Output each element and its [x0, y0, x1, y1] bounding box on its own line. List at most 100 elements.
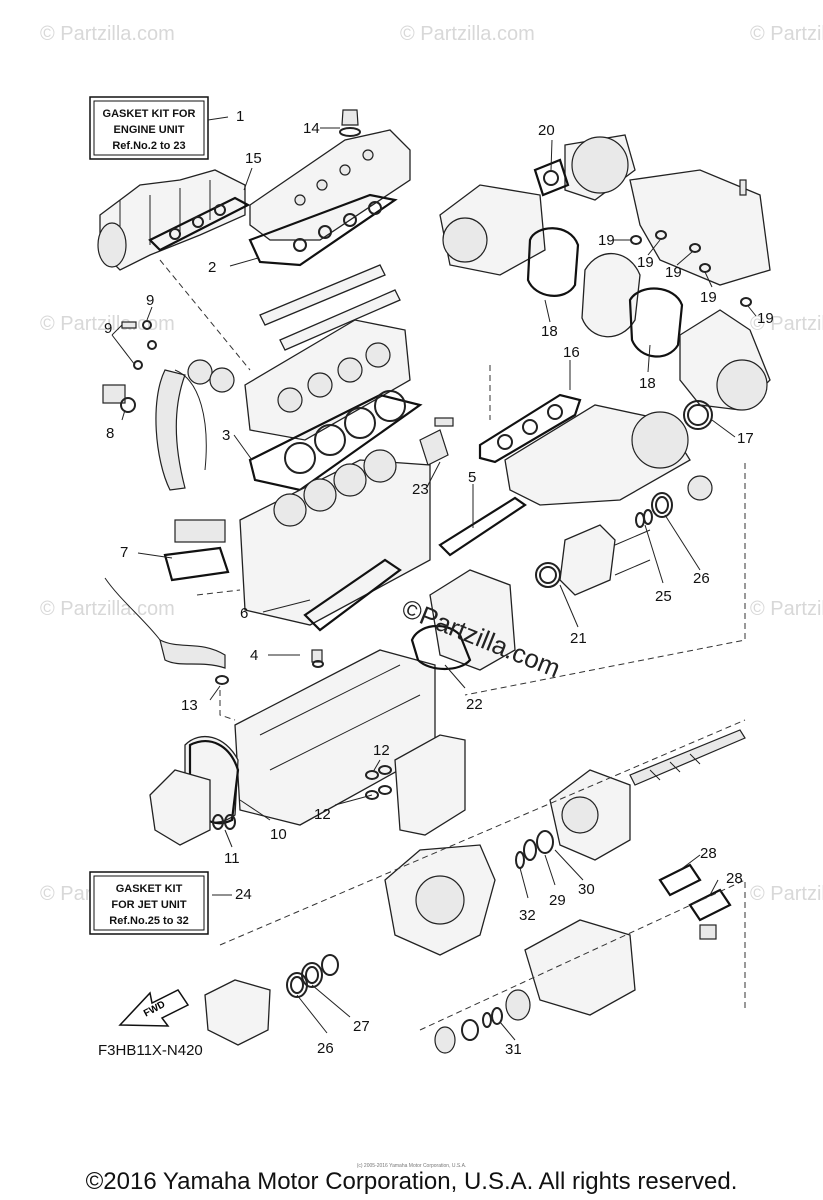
callout-2: 2 [208, 259, 216, 276]
callout-28a: 28 [700, 845, 717, 862]
gasket-18-lower [628, 287, 684, 358]
seal-26-upper [651, 492, 673, 518]
callout-18a: 18 [541, 323, 558, 340]
engine-kit-line1: GASKET KIT FOR [103, 108, 196, 120]
intake-elbow [679, 309, 771, 411]
manifold-gasket-15 [148, 196, 251, 252]
fine-print: (c) 2005-2016 Yamaha Motor Corporation, … [356, 1163, 467, 1169]
cylinder-block [239, 449, 431, 626]
callout-22: 22 [466, 696, 483, 713]
fwd-arrow-icon: FWD [118, 989, 190, 1027]
group-line [219, 690, 236, 721]
callout-32: 32 [519, 907, 536, 924]
copyright-notice: ©2016 Yamaha Motor Corporation, U.S.A. A… [85, 1168, 738, 1195]
callout-31: 31 [505, 1041, 522, 1058]
intake-manifold [504, 404, 691, 506]
callout-13: 13 [181, 697, 198, 714]
gasket-18-upper [526, 227, 580, 297]
camshafts [187, 264, 401, 393]
engine-gasket-kit-box: GASKET KIT FOR ENGINE UNIT Ref.No.2 to 2… [89, 96, 209, 160]
engine-kit-line2: ENGINE UNIT [114, 124, 185, 136]
watermark: © Partzilla.com [750, 598, 823, 620]
group-line [219, 719, 746, 946]
callout-26a: 26 [693, 570, 710, 587]
head-cover-gasket-2 [248, 193, 398, 267]
group-line [196, 589, 241, 596]
callout-1: 1 [236, 108, 244, 125]
callout-12a: 12 [373, 742, 390, 759]
callout-30: 30 [578, 881, 595, 898]
sensor-23 [419, 417, 454, 466]
seal-31-assembly [434, 989, 531, 1054]
callout-3: 3 [222, 427, 230, 444]
callout-14: 14 [303, 120, 320, 137]
rear-cover [365, 734, 466, 836]
callout-7: 7 [120, 544, 128, 561]
coupling-housing [429, 524, 651, 671]
exhaust-manifold [97, 169, 246, 271]
callout-19b: 19 [637, 254, 654, 271]
jet-kit-line2: FOR JET UNIT [111, 899, 186, 911]
seals-26-27 [286, 954, 339, 998]
callout-15: 15 [245, 150, 262, 167]
callout-27: 27 [353, 1018, 370, 1035]
seal-17 [683, 400, 713, 430]
watermark: © Partzilla.com [40, 23, 175, 45]
watermark: © Partzilla.com [750, 23, 823, 45]
callout-9b: 9 [104, 320, 112, 337]
group-line [159, 259, 251, 371]
jet-kit-line3: Ref.No.25 to 32 [109, 915, 188, 927]
callout-19e: 19 [757, 310, 774, 327]
jet-pump-housing [549, 769, 631, 861]
gasket-22 [410, 624, 472, 671]
watermark: © Partzilla.com [400, 23, 535, 45]
watermark: © Partzilla.com [40, 313, 175, 335]
jet-kit-line1: GASKET KIT [116, 883, 183, 895]
callout-10: 10 [270, 826, 287, 843]
callout-23: 23 [412, 481, 429, 498]
callout-19a: 19 [598, 232, 615, 249]
engine-kit-line3: Ref.No.2 to 23 [112, 140, 185, 152]
callout-9a: 9 [146, 292, 154, 309]
impeller-housing [384, 844, 496, 956]
callout-19c: 19 [665, 264, 682, 281]
callout-26b: 26 [317, 1040, 334, 1057]
dipstick-13 [104, 577, 229, 685]
intercooler [581, 169, 771, 338]
drive-shaft [629, 729, 746, 786]
callout-5: 5 [468, 469, 476, 486]
callout-16: 16 [563, 344, 580, 361]
callout-11: 11 [224, 850, 240, 867]
watermark: © Partzilla.com [750, 883, 823, 905]
gasket-16 [478, 393, 582, 464]
watermark: © Partzilla.com [750, 313, 823, 335]
jet-gasket-kit-box: GASKET KIT FOR JET UNIT Ref.No.25 to 32 [89, 871, 209, 935]
callout-29: 29 [549, 892, 566, 909]
callout-4: 4 [250, 647, 258, 664]
orings-25 [635, 509, 653, 528]
callout-17: 17 [737, 430, 754, 447]
callout-21: 21 [570, 630, 587, 647]
supercharger [439, 134, 636, 276]
gasket-6 [303, 558, 402, 632]
bearing-upper [687, 475, 713, 501]
callout-18b: 18 [639, 375, 656, 392]
leader-lines [111, 116, 757, 1041]
o-ring-32 [515, 851, 525, 869]
callout-12b: 12 [314, 806, 331, 823]
callout-6: 6 [240, 605, 248, 622]
seals-29-30 [523, 830, 554, 861]
o-ring-4 [311, 649, 324, 668]
chain-tensioner-8 [102, 384, 136, 413]
callout-24: 24 [235, 886, 252, 903]
diagram-code: F3HB11X-N420 [98, 1042, 203, 1059]
callout-20: 20 [538, 122, 555, 139]
cam-chain [155, 369, 207, 491]
gaskets-28 [658, 863, 732, 940]
cylinder-head-cover [249, 109, 411, 241]
watermark: © Partzilla.com [40, 598, 175, 620]
seal-21 [535, 562, 561, 588]
gasket-5 [438, 496, 527, 557]
jet-nozzle [524, 919, 636, 1016]
